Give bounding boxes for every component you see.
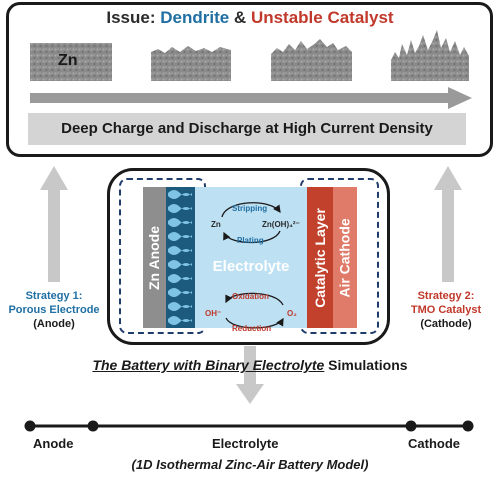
- progression-arrow-head: [448, 87, 472, 109]
- electrolyte-label: Electrolyte: [212, 258, 290, 275]
- issue-catalyst: Unstable Catalyst: [250, 8, 394, 27]
- issue-amp: &: [229, 8, 251, 27]
- strategy2-name: TMO Catalyst: [410, 304, 482, 316]
- issue-title: Issue: Dendrite & Unstable Catalyst: [0, 8, 500, 28]
- model-caption: (1D Isothermal Zinc-Air Battery Model): [131, 457, 369, 472]
- axis-node-2: [87, 420, 99, 432]
- electrolyte-layer: [195, 187, 307, 328]
- stripping-label: Stripping: [232, 204, 268, 213]
- stripping-plating-cycle: [221, 202, 281, 244]
- down-arrow: [236, 346, 264, 404]
- zn-label: Zn: [58, 52, 78, 69]
- strategy2-title: Strategy 2:: [417, 290, 475, 302]
- electrode-sample-rough-2: [271, 39, 352, 81]
- strategy1-title: Strategy 1:: [25, 290, 83, 302]
- electrode-sample-rough-1: [151, 46, 231, 81]
- axis-graphics: [24, 346, 474, 432]
- issue-banner: Deep Charge and Discharge at High Curren…: [28, 113, 466, 145]
- axis-node-3: [405, 420, 417, 432]
- catalytic-layer: Catalytic Layer: [307, 187, 333, 328]
- axis-label-electrolyte: Electrolyte: [212, 436, 279, 451]
- axis-label-cathode: Cathode: [408, 436, 460, 451]
- axis-label-anode: Anode: [33, 436, 74, 451]
- strategy2-label: Strategy 2: TMO Catalyst (Cathode): [392, 289, 500, 331]
- plating-label: Plating: [237, 236, 264, 245]
- strategy2-side: (Cathode): [420, 318, 472, 330]
- electrode-sample-flat: [30, 43, 112, 81]
- axis-node-1: [24, 420, 36, 432]
- o2-label: O₂: [287, 309, 297, 318]
- porous-electrode-layer: [166, 187, 195, 328]
- electrode-sample-dendrite: [391, 30, 469, 81]
- zincate-label: Zn(OH)₄²⁻: [262, 220, 300, 229]
- reduction-label: Reduction: [232, 324, 272, 333]
- zn-anode-layer: Zn Anode: [143, 187, 166, 328]
- air-cathode-layer: Air Cathode: [333, 187, 357, 328]
- axis-node-4: [462, 420, 474, 432]
- strategy-arrows: [40, 166, 462, 282]
- strategy2-arrow: [434, 166, 462, 282]
- simulation-title-rest: Simulations: [324, 357, 408, 373]
- simulation-title-italic: The Battery with Binary Electrolyte: [92, 357, 325, 373]
- oxidation-reduction-cycle: [225, 292, 284, 329]
- porous-pattern: [168, 190, 192, 325]
- issue-dendrite: Dendrite: [160, 8, 230, 27]
- simulation-title: The Battery with Binary Electrolyte Simu…: [0, 357, 500, 373]
- electrode-samples: [30, 30, 472, 109]
- oh-label: OH⁻: [205, 309, 222, 318]
- oxidation-label: Oxidation: [232, 292, 269, 301]
- issue-prefix: Issue:: [106, 8, 161, 27]
- strategy1-arrow: [40, 166, 68, 282]
- strategy1-label: Strategy 1: Porous Electrode (Anode): [0, 289, 108, 331]
- reaction-cycles: [221, 202, 284, 329]
- zn-species-label: Zn: [211, 220, 221, 229]
- strategy1-side: (Anode): [33, 318, 75, 330]
- strategy1-name: Porous Electrode: [8, 304, 100, 316]
